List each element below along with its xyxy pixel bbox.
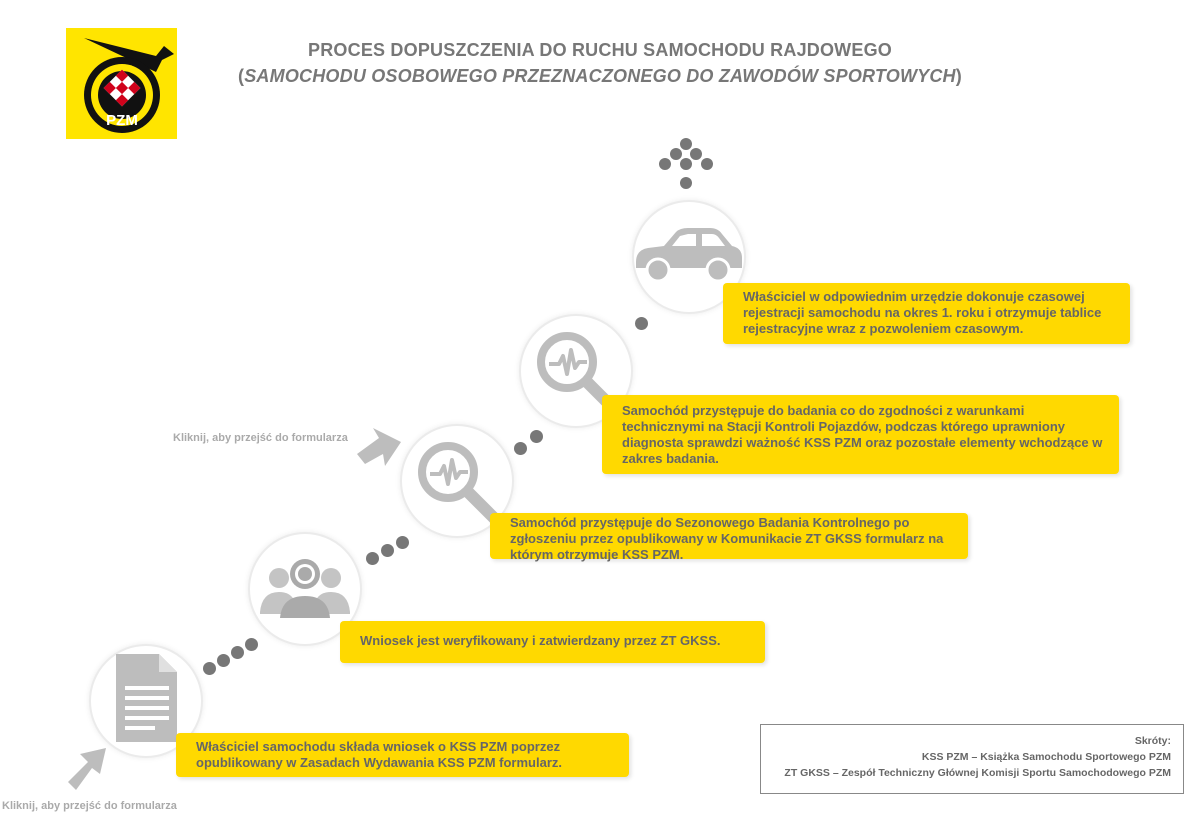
abbreviations-legend: Skróty: KSS PZM – Książka Samochodu Spor… <box>760 724 1184 794</box>
connector-dot <box>203 662 216 675</box>
connector-dot <box>245 638 258 651</box>
legend-item: ZT GKSS – Zespół Techniczny Głównej Komi… <box>784 767 1171 779</box>
step-2-box: Wniosek jest weryfikowany i zatwierdzany… <box>340 621 765 663</box>
connector-dot <box>530 430 543 443</box>
step-5-box: Właściciel w odpowiednim urzędzie dokonu… <box>723 283 1130 344</box>
step-3-circle <box>400 424 514 538</box>
step-1-box: Właściciel samochodu składa wniosek o KS… <box>176 733 629 777</box>
step-3-text: Samochód przystępuje do Sezonowego Badan… <box>510 515 944 562</box>
connector-dot <box>514 442 527 455</box>
arrow-right-icon[interactable] <box>355 424 405 468</box>
legend-item: KSS PZM – Książka Samochodu Sportowego P… <box>921 751 1171 763</box>
step-2-text: Wniosek jest weryfikowany i zatwierdzany… <box>360 633 721 648</box>
connector-dot <box>635 317 648 330</box>
connector-dot <box>217 654 230 667</box>
step-5-text: Właściciel w odpowiednim urzędzie dokonu… <box>743 289 1102 336</box>
form-link-1[interactable]: Kliknij, aby przejść do formularza <box>173 432 348 444</box>
step-1-text: Właściciel samochodu składa wniosek o KS… <box>196 739 562 770</box>
arrow-up-right-icon[interactable] <box>64 744 110 792</box>
step-5-circle <box>632 200 746 314</box>
connector-dot <box>396 536 409 549</box>
people-icon <box>260 559 350 618</box>
step-3-box: Samochód przystępuje do Sezonowego Badan… <box>490 513 968 562</box>
legend-heading: Skróty: <box>1134 735 1171 747</box>
connector-dot <box>381 544 394 557</box>
dots-cluster-icon <box>656 136 720 192</box>
svg-text:PZM: PZM <box>106 112 138 129</box>
step-4-box: Samochód przystępuje do badania co do zg… <box>602 395 1119 474</box>
connector-dot <box>231 646 244 659</box>
car-icon <box>636 228 742 283</box>
document-icon <box>116 654 177 742</box>
page-subtitle: (SAMOCHODU OSOBOWEGO PRZEZNACZONEGO DO Z… <box>238 66 962 86</box>
form-link-2[interactable]: Kliknij, aby przejść do formularza <box>2 800 177 812</box>
page-title: PROCES DOPUSZCZENIA DO RUCHU SAMOCHODU R… <box>308 40 892 60</box>
step-4-text: Samochód przystępuje do badania co do zg… <box>622 403 1103 466</box>
pzm-logo: PZM <box>66 28 177 139</box>
connector-dot <box>366 552 379 565</box>
